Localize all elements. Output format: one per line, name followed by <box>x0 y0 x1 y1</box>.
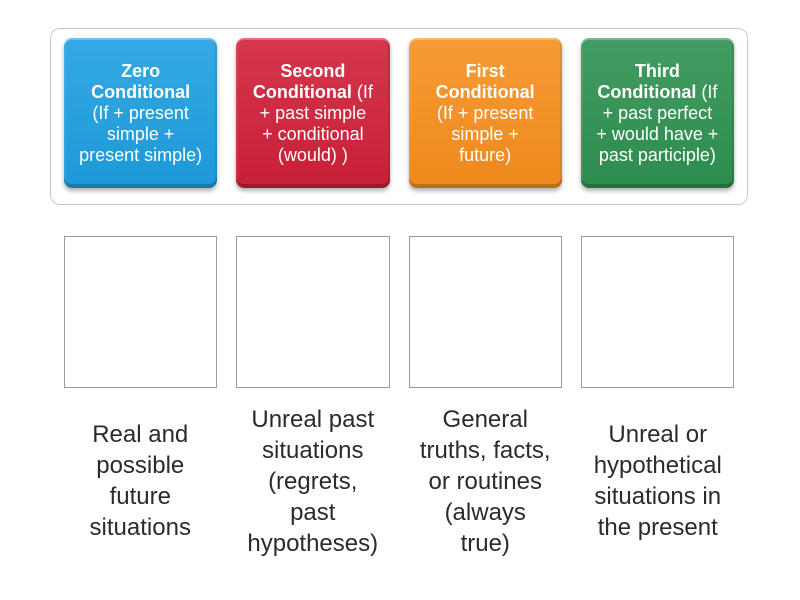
card-detail: (If + present simple + future) <box>436 102 534 165</box>
card-detail: (If + present simple + present simple) <box>79 102 203 165</box>
drop-target-4[interactable] <box>580 236 734 388</box>
card-second-conditional[interactable]: Second Conditional (If + past simple + c… <box>236 38 390 188</box>
answer-label-2: Unreal past situations (regrets, past hy… <box>247 405 379 557</box>
card-text: Third Conditional (If + past perfect + w… <box>596 61 718 166</box>
card-first-conditional[interactable]: First Conditional (If + present simple +… <box>408 38 562 188</box>
card-title: First Conditional <box>435 60 535 102</box>
card-text: Second Conditional (If + past simple + c… <box>253 61 373 166</box>
drop-target-1[interactable] <box>64 236 218 388</box>
card-title: Third Conditional <box>597 60 697 102</box>
card-text: Zero Conditional (If + present simple + … <box>79 61 202 166</box>
drop-target-3[interactable] <box>408 236 562 388</box>
drop-targets-row <box>50 236 748 388</box>
card-third-conditional[interactable]: Third Conditional (If + past perfect + w… <box>580 38 734 188</box>
card-title: Second Conditional <box>252 60 352 102</box>
answers-row: Real and possible future situations Unre… <box>50 380 748 582</box>
card-detail: (If + past simple + conditional (would) … <box>259 81 373 165</box>
drop-target-2[interactable] <box>236 236 390 388</box>
card-detail: (If + past perfect + would have + past p… <box>596 81 719 165</box>
card-title: Zero Conditional <box>91 60 191 102</box>
card-zero-conditional[interactable]: Zero Conditional (If + present simple + … <box>64 38 218 188</box>
cards-tray: Zero Conditional (If + present simple + … <box>50 28 748 205</box>
card-text: First Conditional (If + present simple +… <box>436 61 535 166</box>
answer-label-4: Unreal or hypothetical situations in the… <box>593 421 722 541</box>
answer-label-3: General truths, facts, or routines (alwa… <box>419 405 551 557</box>
answer-label-1: Real and possible future situations <box>89 421 191 541</box>
